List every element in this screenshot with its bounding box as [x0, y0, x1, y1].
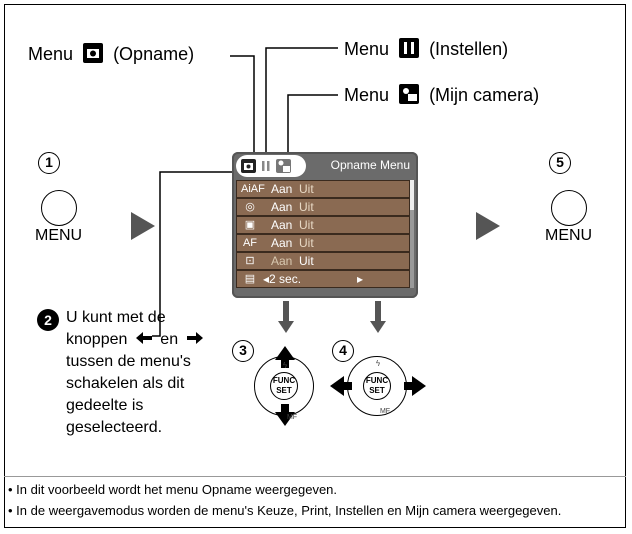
lcd-row-off: Uit [299, 182, 314, 196]
label-mijn-suffix: (Mijn camera) [429, 85, 540, 105]
menu-button-step5[interactable] [551, 190, 587, 226]
func-label: FUNC [272, 376, 296, 385]
arrow-right-1 [131, 212, 155, 240]
set-label: SET [276, 386, 292, 395]
step2-en: en [160, 331, 179, 348]
lcd-title: Opname Menu [330, 158, 410, 172]
step2-line2: knoppen en [66, 329, 207, 351]
label-instellen-suffix: (Instellen) [429, 39, 509, 59]
lcd-screen: Opname Menu AiAF Aan Uit ◎ Aan Uit ▣ Aan… [232, 152, 418, 298]
func-set-button[interactable]: FUNC SET [270, 372, 298, 400]
step-5-badge: 5 [549, 152, 571, 174]
digital-zoom-icon: ▣ [244, 219, 256, 231]
step2-knoppen: knoppen [66, 331, 128, 348]
control-dial-step4[interactable]: FUNC SET [347, 356, 407, 416]
func-label-4: FUNC [365, 376, 389, 385]
label-opname-menu-word: Menu [28, 44, 74, 64]
lcd-tab-selector[interactable] [236, 155, 306, 177]
lcd-row-on: Aan [271, 236, 293, 250]
flash-icon: ϟ [375, 359, 380, 368]
arrow-down-right-head [370, 321, 386, 333]
left-right-arrows: ϟ MF [330, 359, 426, 415]
line-instellen [265, 47, 338, 158]
step-3-badge: 3 [232, 340, 254, 362]
af-assist-icon: AF [242, 237, 258, 249]
step-2-text: U kunt met de knoppen en tussen de menu'… [66, 307, 207, 439]
lcd-row-digital-zoom[interactable]: ▣ Aan Uit [236, 216, 410, 234]
line-mijn [287, 94, 338, 158]
step2-line4: schakelen als dit [66, 375, 185, 392]
label-menu-instellen: Menu (Instellen) [344, 38, 508, 60]
timer-icon: ▤ [244, 273, 256, 285]
footnote-2: • In de weergavemodus worden de menu's K… [8, 503, 562, 518]
lcd-row-value: ◂2 sec. [263, 272, 302, 286]
diagram-frame [4, 4, 626, 528]
arrow-down-left-shaft [283, 301, 289, 323]
arrow-down-right-shaft [375, 301, 381, 323]
lcd-scrollbar-thumb[interactable] [410, 180, 414, 210]
step-4-badge: 4 [332, 340, 354, 362]
step-1-badge: 1 [38, 152, 60, 174]
lcd-row-on: Aan [271, 218, 293, 232]
arrow-down-left-head [278, 321, 294, 333]
right-arrow-icon [404, 376, 426, 396]
aiaf-icon: AiAF [241, 183, 265, 195]
lcd-row-off: Uit [299, 200, 314, 214]
step2-line3: tussen de menu's [66, 353, 191, 370]
menu-button-label-1: MENU [35, 227, 83, 244]
lcd-row-on: Aan [271, 200, 293, 214]
lcd-row-on: Aan [271, 182, 293, 196]
label-instellen-menu-word: Menu [344, 39, 390, 59]
lcd-row-off: Uit [299, 236, 314, 250]
mf-label: MF [380, 408, 390, 415]
up-arrow-icon [275, 346, 295, 368]
step-2-badge: 2 [37, 309, 59, 331]
left-arrow-icon [330, 376, 352, 396]
func-set-button-4[interactable]: FUNC SET [363, 372, 391, 400]
menu-button-step1[interactable] [41, 190, 77, 226]
lcd-row-review[interactable]: ⊡ Aan Uit [236, 252, 410, 270]
lcd-row-timer[interactable]: ▤ ◂2 sec. ▸ [236, 270, 410, 288]
label-opname-suffix: (Opname) [113, 44, 195, 64]
mf-label: MF [287, 414, 297, 421]
lcd-tab-icons [241, 159, 291, 173]
lcd-row-off: Uit [299, 218, 314, 232]
settings-tab-icon [399, 38, 420, 58]
line-opname [230, 55, 255, 158]
step2-line6: geselecteerd. [66, 419, 163, 436]
label-menu-opname: Menu (Opname) [28, 43, 194, 65]
step2-line1: U kunt met de [66, 309, 166, 326]
step2-line5: gedeelte is [66, 397, 144, 414]
line-step2 [152, 171, 232, 337]
arrow-right-2 [476, 212, 500, 240]
menu-button-label-5: MENU [545, 227, 593, 244]
label-menu-mijn-camera: Menu (Mijn camera) [344, 84, 539, 106]
review-icon: ⊡ [245, 255, 255, 267]
down-arrow-icon [275, 404, 295, 426]
lcd-row-red-eye[interactable]: ◎ Aan Uit [236, 198, 410, 216]
lcd-row-aiaf[interactable]: AiAF Aan Uit [236, 180, 410, 198]
right-arrow-icon [186, 329, 203, 351]
lcd-row-af-assist[interactable]: AF Aan Uit [236, 234, 410, 252]
lcd-row-off: Uit [299, 254, 314, 268]
flash-icon: ϟ [282, 361, 287, 370]
lcd-row-right-arrow: ▸ [357, 272, 364, 286]
lcd-scrollbar[interactable] [410, 180, 414, 288]
my-camera-tab-icon [399, 84, 420, 104]
red-eye-icon: ◎ [245, 201, 255, 213]
left-arrow-icon [135, 329, 152, 351]
set-label-4: SET [369, 386, 385, 395]
label-mijn-menu-word: Menu [344, 85, 390, 105]
footnote-1: • In dit voorbeeld wordt het menu Opname… [8, 482, 338, 497]
up-down-arrows: ϟ MF [275, 346, 297, 426]
camera-tab-icon [83, 43, 104, 63]
footnote-divider [4, 476, 626, 477]
lcd-row-on: Aan [271, 254, 293, 268]
